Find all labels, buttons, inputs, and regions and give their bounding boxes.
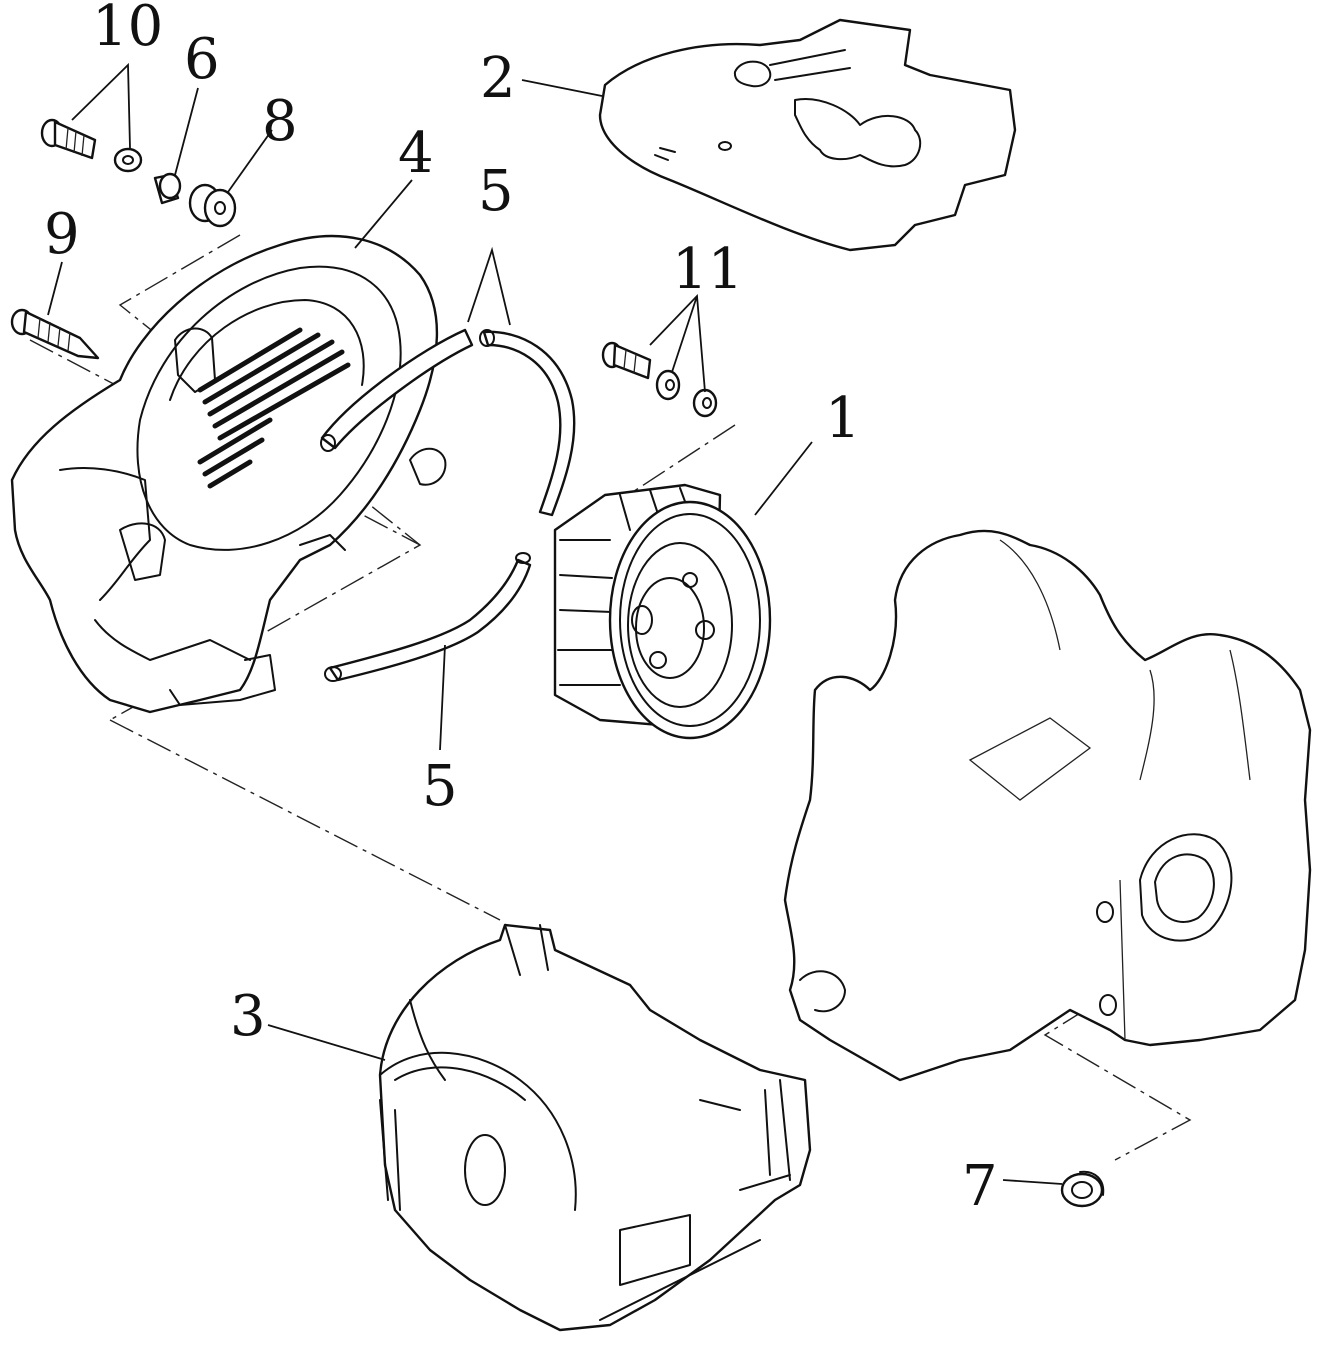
callout-6: 6 xyxy=(184,27,220,92)
hose-upper-right xyxy=(479,329,576,517)
callout-5-bottom: 5 xyxy=(422,754,458,819)
spring-washer-11 xyxy=(655,369,681,401)
callout-7: 7 xyxy=(962,1154,998,1219)
flywheel-fan xyxy=(553,483,772,740)
collar-6 xyxy=(153,172,182,205)
washer-10 xyxy=(113,147,143,173)
bolt-10 xyxy=(40,118,97,160)
screw-9 xyxy=(10,308,100,360)
leader-lines xyxy=(47,62,1063,1185)
callout-2: 2 xyxy=(480,46,516,111)
callout-1: 1 xyxy=(825,386,861,451)
callout-5-top: 5 xyxy=(478,159,514,224)
grommet xyxy=(1060,1170,1105,1208)
shroud-plate xyxy=(598,18,1017,252)
callout-9: 9 xyxy=(44,202,80,267)
fan-housing xyxy=(10,234,447,714)
bolt-11 xyxy=(601,341,652,380)
cylinder-cover xyxy=(378,923,812,1332)
fan-housing-grille xyxy=(197,327,351,489)
hose-lower xyxy=(324,552,532,682)
callout-8: 8 xyxy=(262,89,298,154)
callout-3: 3 xyxy=(230,984,266,1049)
hose-upper-left xyxy=(320,328,474,452)
callout-11: 11 xyxy=(672,237,743,302)
engine-crankcase xyxy=(783,529,1312,1082)
callout-labels: 10 6 8 4 5 2 9 11 1 5 3 7 xyxy=(44,0,998,1219)
callout-10: 10 xyxy=(92,0,163,59)
callout-4: 4 xyxy=(398,121,434,186)
grommet-8 xyxy=(188,183,237,228)
washer-11 xyxy=(692,388,718,418)
